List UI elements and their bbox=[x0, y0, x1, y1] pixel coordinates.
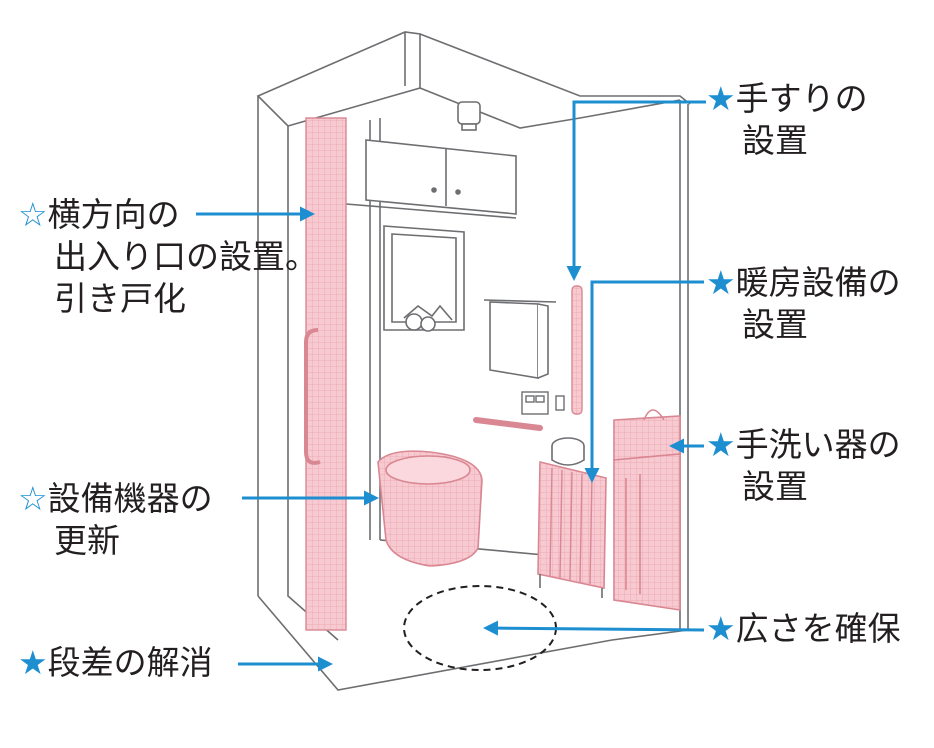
outline-star-icon: ☆ bbox=[18, 195, 48, 234]
label-heater-line2: 設置 bbox=[742, 305, 808, 344]
label-equipment-line2: 更新 bbox=[54, 521, 120, 560]
label-handrail-line2: 設置 bbox=[742, 121, 808, 160]
horizontal-rail bbox=[473, 417, 543, 431]
leader-handrail bbox=[566, 100, 706, 281]
window bbox=[383, 225, 465, 332]
ceiling-light bbox=[457, 101, 481, 131]
label-door-line3: 引き戸化 bbox=[54, 279, 186, 318]
label-heater-line1: 暖房設備の bbox=[735, 263, 901, 302]
label-handrail: ★手すりの 設置 bbox=[706, 78, 868, 162]
leader-lines bbox=[196, 100, 706, 672]
wall-cabinet bbox=[345, 139, 517, 219]
label-equipment-line1: 設備機器の bbox=[47, 479, 213, 518]
toilet-highlight bbox=[377, 450, 483, 567]
leader-heater bbox=[584, 280, 704, 483]
handrail-highlight bbox=[571, 285, 583, 415]
paper-holder bbox=[551, 437, 585, 466]
label-step-line1: 段差の解消 bbox=[47, 643, 213, 682]
filled-star-icon: ★ bbox=[706, 263, 736, 302]
label-handwash: ★手洗い器の 設置 bbox=[706, 424, 901, 508]
label-door-line2: 出入り口の設置。 bbox=[54, 237, 318, 276]
label-door-line1: 横方向の bbox=[47, 195, 180, 234]
label-step: ★段差の解消 bbox=[18, 642, 213, 684]
outline-star-icon: ☆ bbox=[18, 479, 48, 518]
label-door: ☆横方向の 出入り口の設置。 引き戸化 bbox=[18, 194, 318, 320]
leader-space bbox=[483, 620, 705, 636]
filled-star-icon: ★ bbox=[706, 425, 736, 464]
filled-star-icon: ★ bbox=[706, 79, 736, 118]
label-space-line1: 広さを確保 bbox=[735, 609, 901, 648]
label-space: ★広さを確保 bbox=[706, 608, 901, 650]
toilet-controller bbox=[521, 391, 565, 415]
label-handwash-line2: 設置 bbox=[742, 467, 808, 506]
label-handrail-line1: 手すりの bbox=[735, 79, 868, 118]
filled-star-icon: ★ bbox=[706, 609, 736, 648]
label-handwash-line1: 手洗い器の bbox=[735, 425, 901, 464]
label-heater: ★暖房設備の 設置 bbox=[706, 262, 901, 346]
panel-heater-highlight bbox=[537, 460, 607, 598]
sliding-door-highlight bbox=[304, 117, 347, 631]
filled-star-icon: ★ bbox=[18, 643, 48, 682]
hand-wash-unit-highlight bbox=[613, 409, 681, 611]
towel-bar bbox=[483, 299, 557, 379]
label-equipment: ☆設備機器の 更新 bbox=[18, 478, 213, 562]
room-walls bbox=[256, 31, 691, 691]
